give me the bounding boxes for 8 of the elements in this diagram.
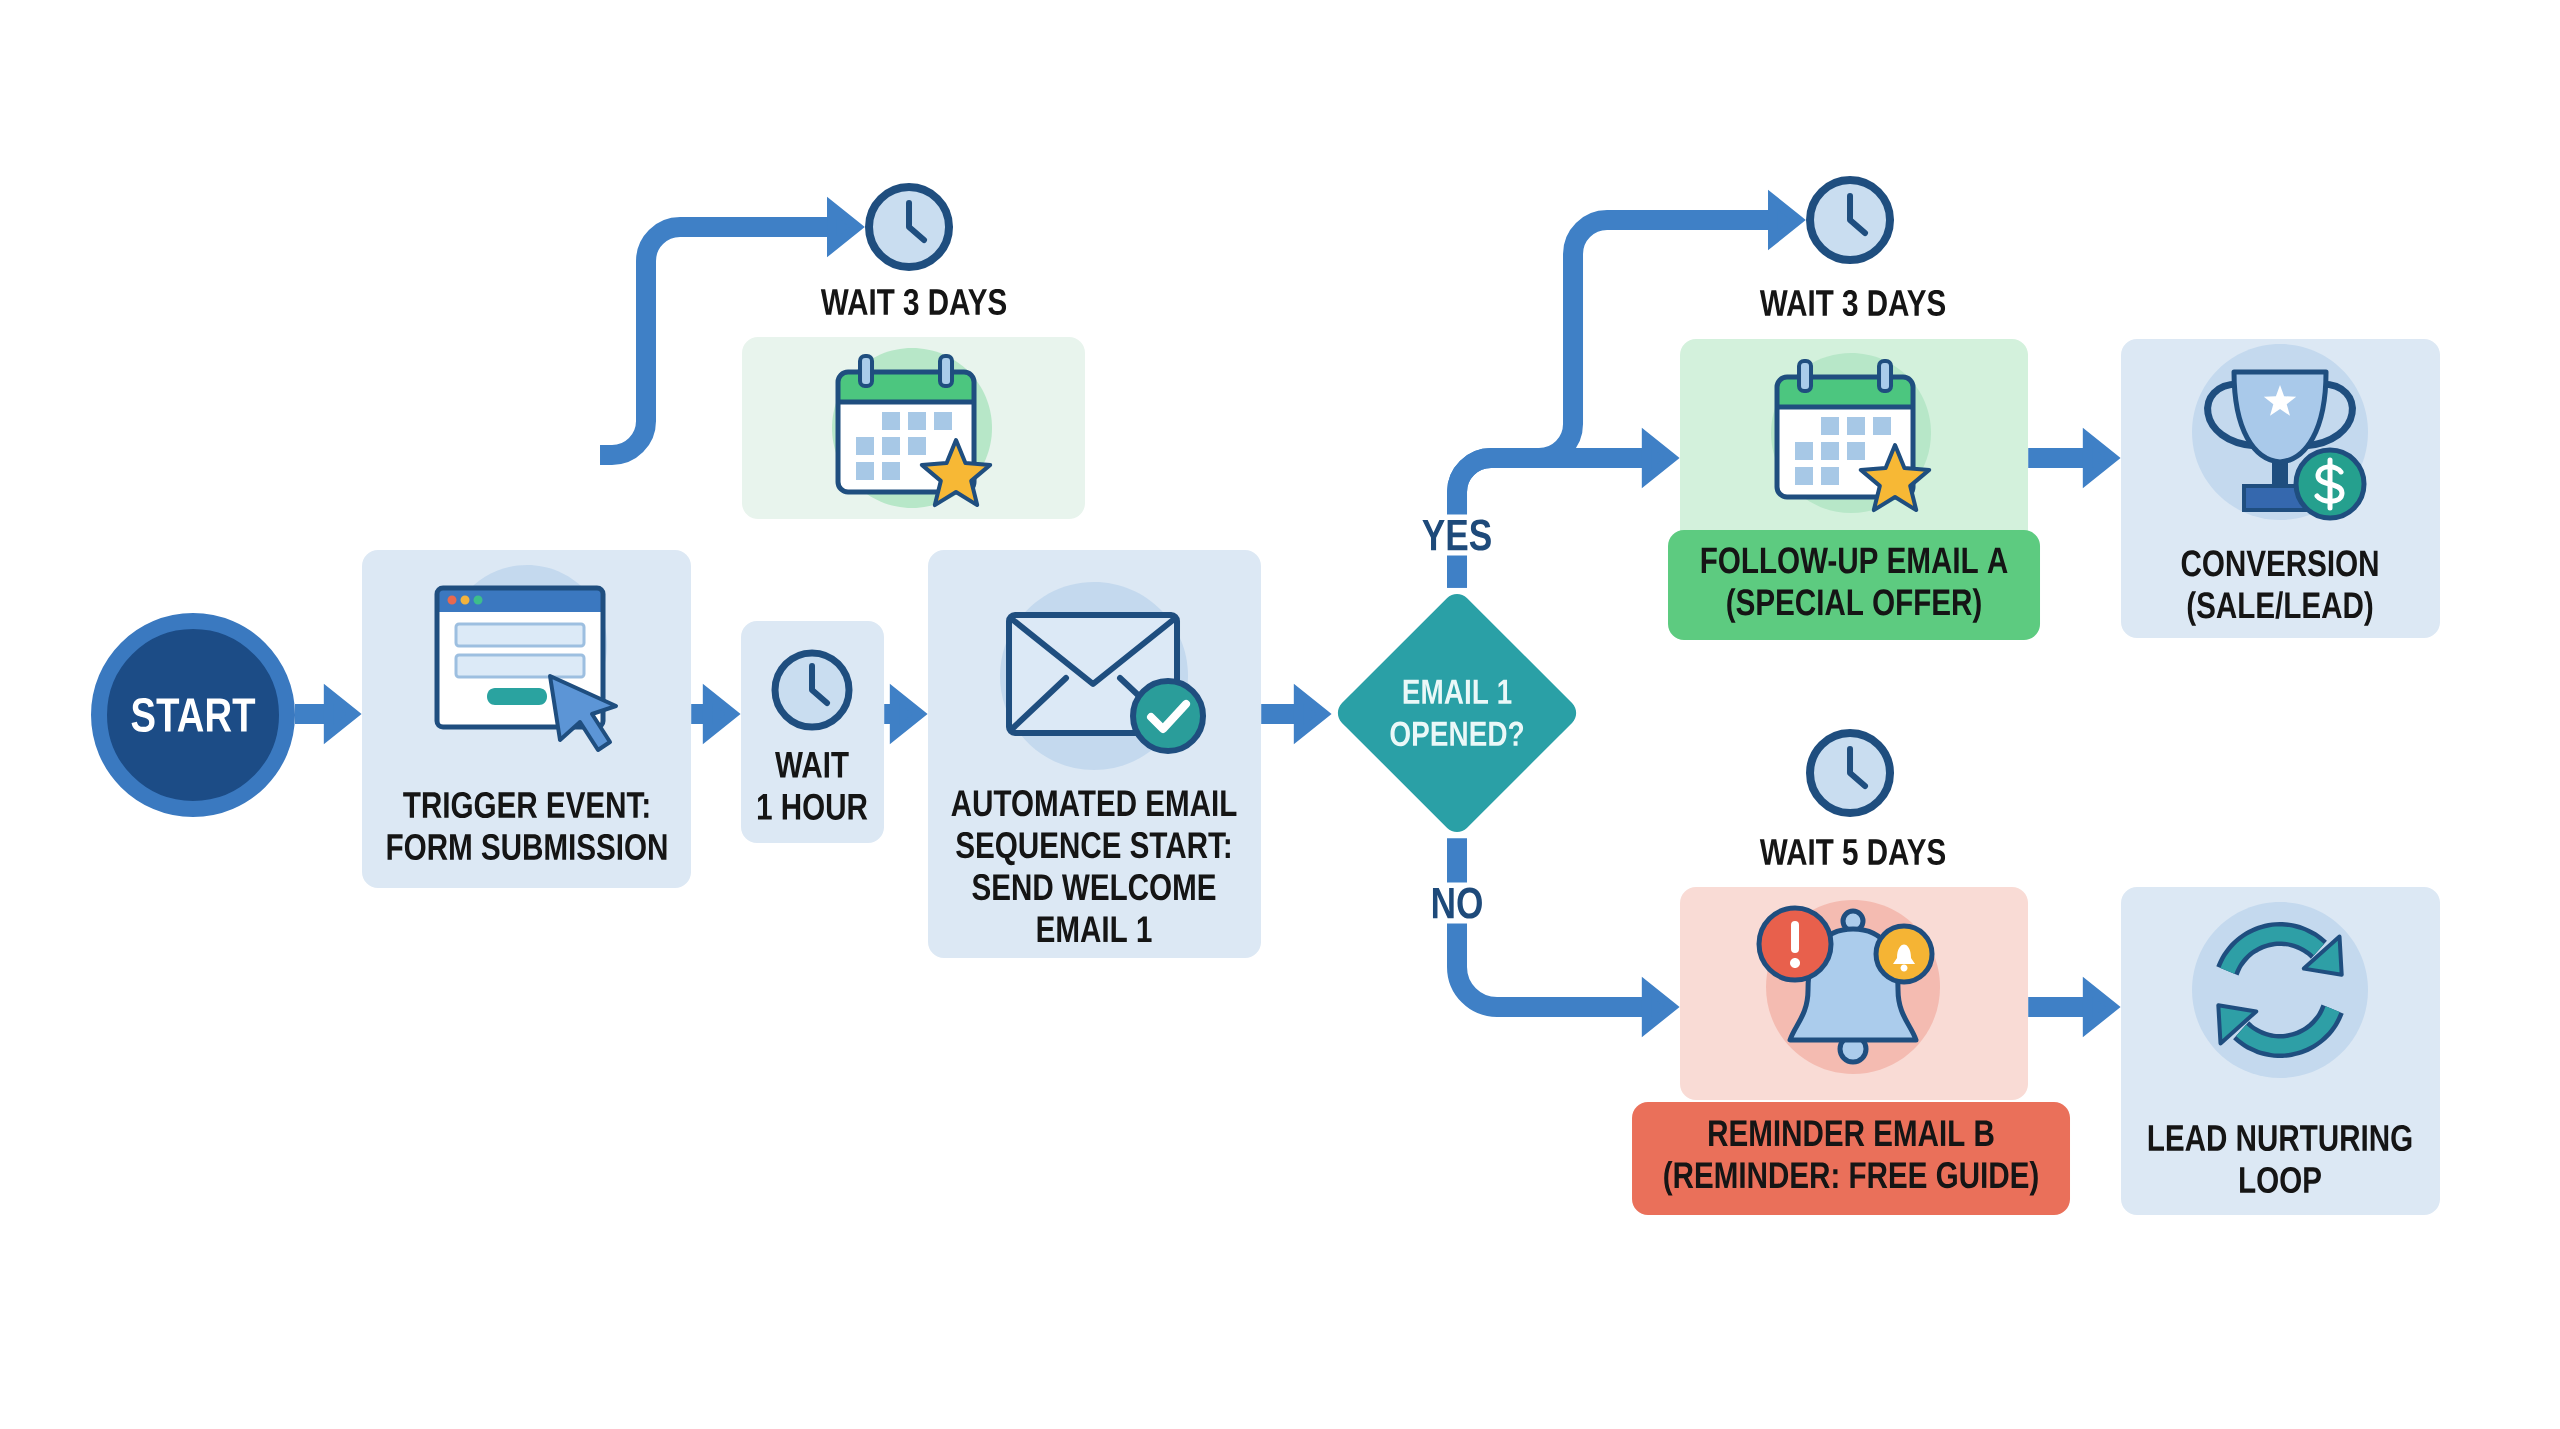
clock-icon xyxy=(1806,729,1894,817)
clock-icon xyxy=(865,183,953,271)
duration-label: WAIT 3 DAYS xyxy=(1759,289,1946,317)
edge-label: YES xyxy=(1416,514,1498,556)
clock-icon xyxy=(1806,176,1894,264)
duration-label: WAIT 5 DAYS xyxy=(1759,838,1946,866)
duration-label: WAIT 3 DAYS xyxy=(820,288,1007,316)
edge-label: NO xyxy=(1425,882,1489,924)
